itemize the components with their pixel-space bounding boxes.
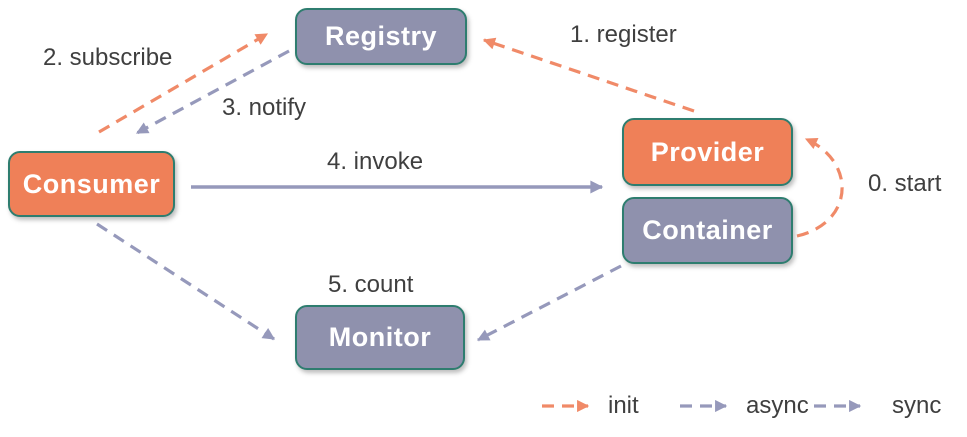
- edge-notify-arrow: [135, 49, 290, 135]
- node-container-label: Container: [642, 215, 773, 245]
- legend-item-init: init: [540, 392, 639, 420]
- edge-count-container-monitor-arrow: [476, 264, 622, 342]
- legend: init async sync: [0, 392, 967, 422]
- edge-label-invoke: 4. invoke: [327, 148, 424, 175]
- legend-sync-label: sync: [892, 392, 942, 419]
- node-registry: Registry: [295, 8, 467, 65]
- legend-async-arrow-icon: [680, 399, 728, 413]
- node-monitor-label: Monitor: [328, 322, 432, 352]
- legend-async-label: async: [746, 392, 809, 419]
- node-provider: Provider: [622, 118, 793, 186]
- legend-init-arrow-icon: [542, 399, 590, 413]
- edge-label-count: 5. count: [328, 271, 414, 298]
- node-consumer: Consumer: [8, 151, 175, 217]
- edge-subscribe-arrow: [98, 32, 269, 134]
- edge-start-arrow: [796, 137, 844, 238]
- legend-init-label: init: [608, 392, 639, 419]
- node-registry-label: Registry: [324, 21, 438, 51]
- edge-count-consumer-monitor-arrow: [96, 222, 276, 341]
- node-consumer-label: Consumer: [22, 168, 161, 199]
- node-provider-label: Provider: [650, 136, 765, 167]
- edge-label-notify: 3. notify: [222, 94, 307, 121]
- legend-item-sync: sync: [812, 392, 941, 420]
- edge-label-register: 1. register: [570, 21, 677, 48]
- legend-item-async: async: [678, 392, 809, 420]
- legend-sync-arrow-icon: [814, 399, 862, 413]
- node-monitor: Monitor: [295, 305, 465, 370]
- node-container: Container: [622, 197, 793, 264]
- edge-label-subscribe: 2. subscribe: [43, 44, 173, 71]
- edge-register-arrow: [482, 37, 695, 113]
- edge-label-start: 0. start: [868, 170, 942, 197]
